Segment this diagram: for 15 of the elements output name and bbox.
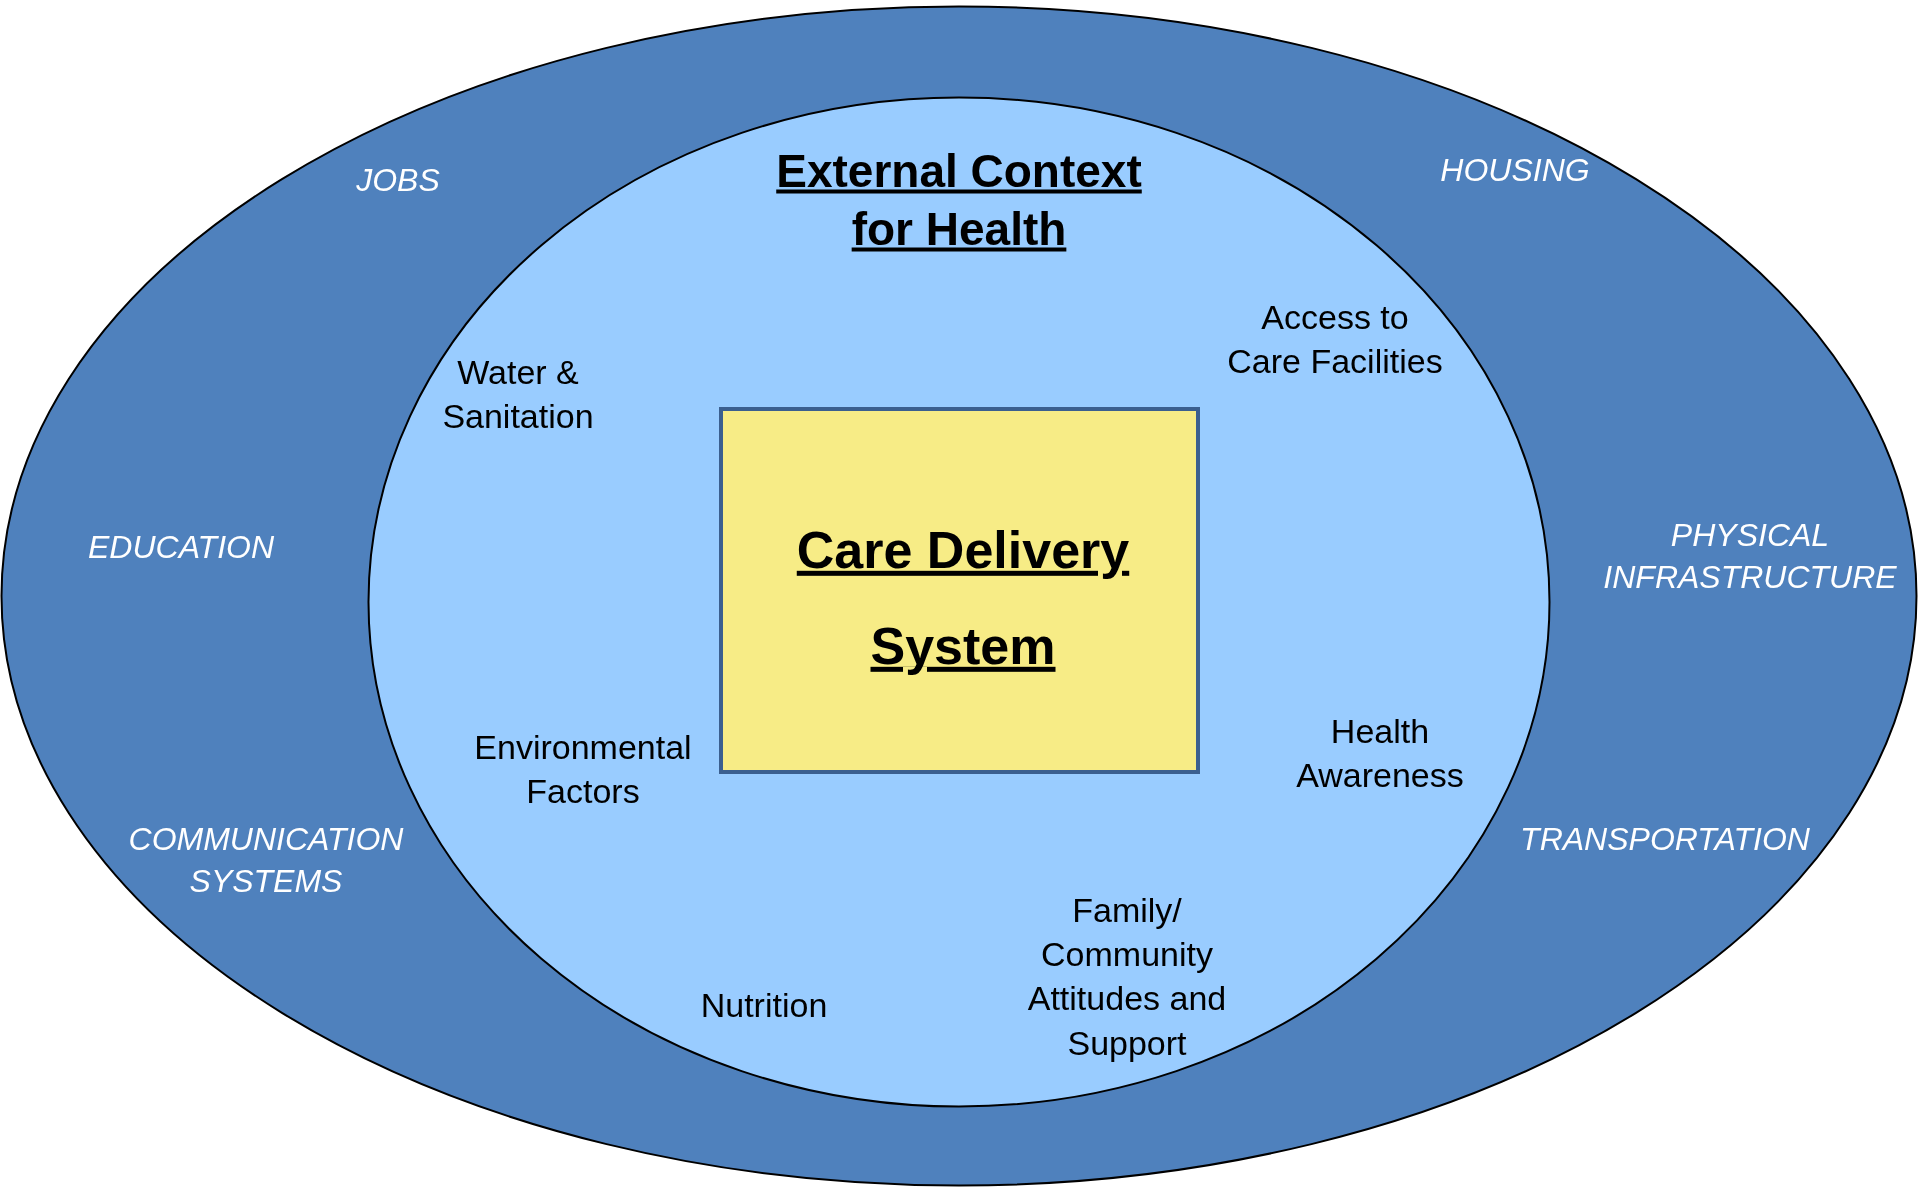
factor-label: Health Awareness	[1295, 710, 1465, 796]
context-label: COMMUNICATION SYSTEMS	[127, 820, 405, 901]
heading: External Context for Health	[775, 143, 1143, 256]
context-label: HOUSING	[1439, 151, 1591, 191]
factor-label: Nutrition	[699, 984, 829, 1026]
context-label: EDUCATION	[86, 528, 276, 568]
factor-label: Access to Care Facilities	[1226, 296, 1444, 382]
factor-label: Water & Sanitation	[441, 351, 595, 437]
factor-label: Environmental Factors	[473, 726, 693, 812]
context-label: TRANSPORTATION	[1519, 820, 1811, 860]
factor-label: Family/ Community Attitudes and Support	[1026, 889, 1228, 1064]
context-label: PHYSICAL INFRASTRUCTURE	[1602, 516, 1898, 597]
box-title: Care Delivery System	[795, 519, 1131, 677]
care-box	[719, 407, 1200, 774]
context-label: JOBS	[355, 161, 441, 201]
